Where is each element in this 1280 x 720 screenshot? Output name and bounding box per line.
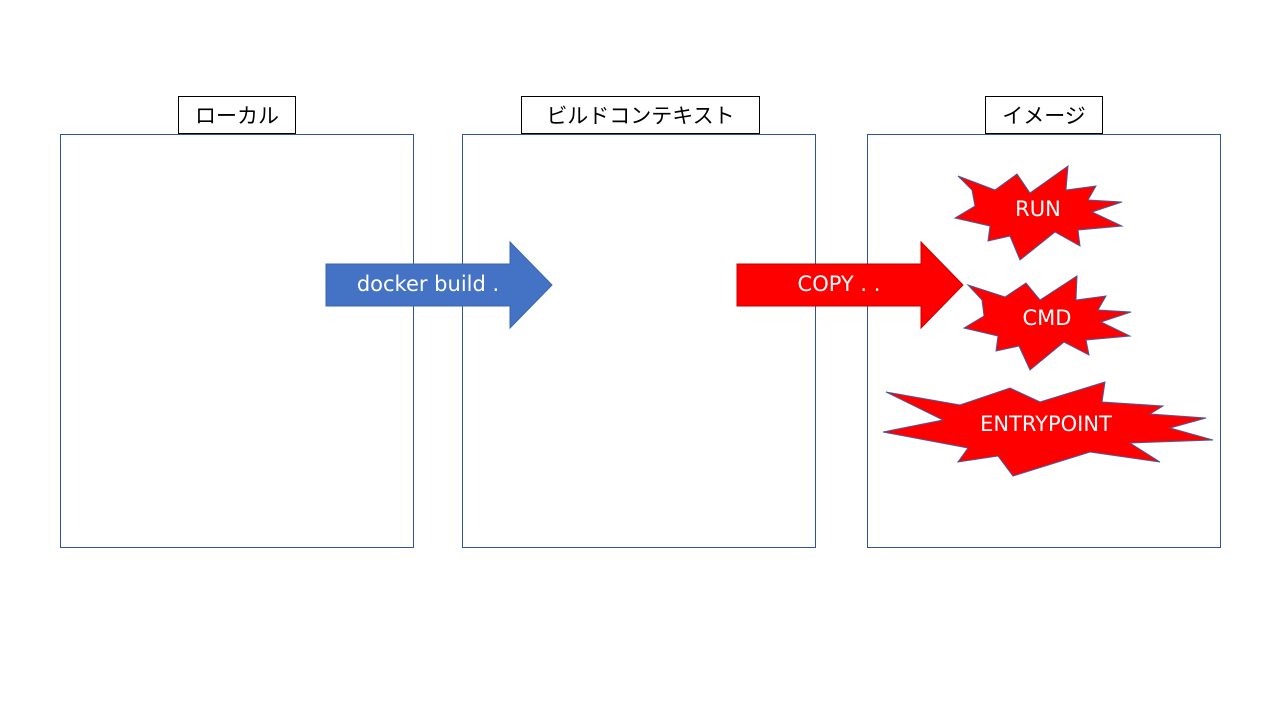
run-burst-shape — [953, 164, 1124, 261]
entrypoint-burst-label: ENTRYPOINT — [980, 412, 1112, 436]
cmd-burst-shape — [962, 275, 1132, 371]
build-context-panel — [462, 134, 816, 548]
local-label: ローカル — [178, 96, 296, 134]
run-burst: RUN — [953, 164, 1124, 261]
cmd-burst-label: CMD — [1023, 306, 1072, 330]
docker-build-arrow-label: docker build . — [357, 272, 499, 296]
entrypoint-burst-shape — [882, 381, 1214, 477]
cmd-burst: CMD — [962, 275, 1132, 371]
copy-arrow-shape — [736, 240, 964, 330]
entrypoint-burst: ENTRYPOINT — [882, 381, 1214, 477]
copy-arrow-label: COPY . . — [798, 272, 881, 296]
copy-arrow: COPY . . — [736, 240, 964, 330]
run-burst-label: RUN — [1015, 197, 1061, 221]
docker-build-arrow-shape — [325, 240, 553, 330]
image-label: イメージ — [985, 96, 1103, 134]
local-panel — [60, 134, 414, 548]
build-context-label: ビルドコンテキスト — [521, 96, 760, 134]
docker-build-arrow: docker build . — [325, 240, 553, 330]
